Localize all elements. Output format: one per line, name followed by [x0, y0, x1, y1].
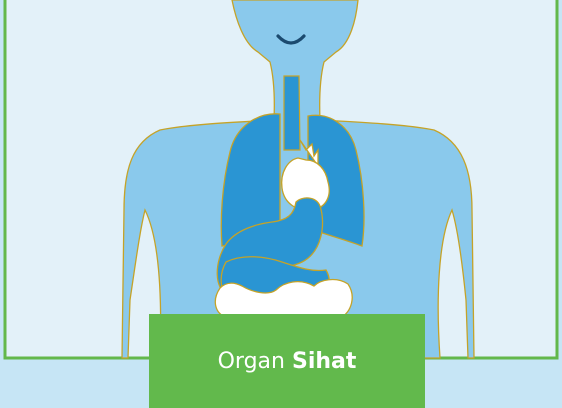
caption-title: Organ Sihat: [149, 314, 425, 408]
caption-bold-text: Sihat: [292, 349, 356, 374]
caption-normal-text: Organ: [218, 349, 285, 374]
intestines-icon: [215, 280, 352, 318]
trachea: [284, 76, 300, 150]
